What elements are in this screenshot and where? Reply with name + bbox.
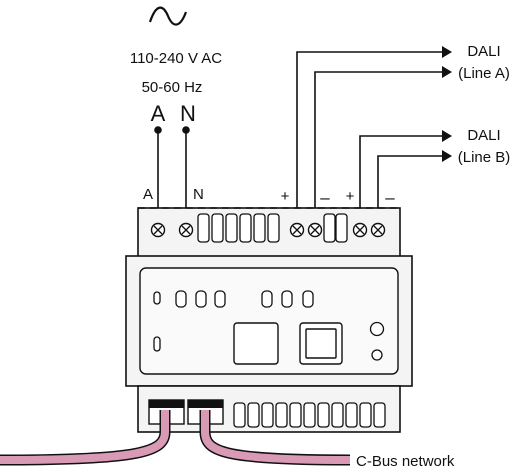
display-panels <box>233 322 343 365</box>
device-label-plus-1: + <box>281 188 290 205</box>
device-label-minus-2: – <box>385 188 395 207</box>
dali-line-b-wires <box>359 135 442 222</box>
device-label-plus-2: + <box>346 188 355 205</box>
rj45-sockets <box>148 399 224 425</box>
dali-a-name-label: DALI <box>467 43 500 60</box>
device-label-a: A <box>143 186 153 203</box>
device-body <box>125 255 413 387</box>
supply-frequency-label: 50-60 Hz <box>142 79 203 96</box>
dali-line-a-wires <box>296 51 442 222</box>
supply-terminal-a-label: A <box>151 101 166 126</box>
bottom-terminal-slots <box>233 402 386 428</box>
front-buttons <box>369 321 385 361</box>
screw-crosses <box>153 225 383 235</box>
dali-b-name-label: DALI <box>467 127 500 144</box>
top-terminal-slots <box>197 213 348 243</box>
supply-wires <box>154 126 190 222</box>
arrow-right-icon <box>442 46 452 58</box>
supply-terminal-n-label: N <box>180 101 196 126</box>
dali-a-line-label: (Line A) <box>458 65 510 82</box>
ac-sine-icon <box>148 6 188 26</box>
indicator-slots-row <box>153 290 314 352</box>
device-label-minus-1: – <box>320 188 330 207</box>
cbus-network-label: C-Bus network <box>356 453 455 470</box>
supply-voltage-label: 110-240 V AC <box>130 50 222 67</box>
device-label-n: N <box>193 186 204 203</box>
cbus-cables <box>0 410 351 466</box>
arrow-right-icon <box>442 130 452 142</box>
dali-b-line-label: (Line B) <box>458 149 511 166</box>
arrow-right-icon <box>442 150 452 162</box>
arrow-right-icon <box>442 66 452 78</box>
